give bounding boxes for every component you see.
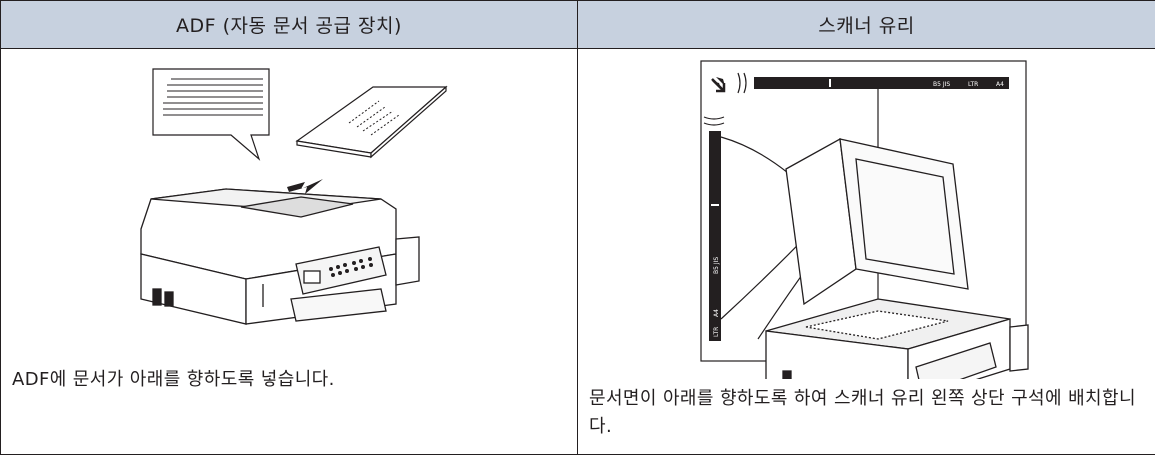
side-ruler-ltr: LTR bbox=[713, 327, 720, 337]
printer-illustration bbox=[141, 189, 419, 324]
scanner-glass-illustration: B5 JIS LTR A4 B5 JIS LTR A4 bbox=[578, 49, 1155, 379]
scanner-glass-caption: 문서면이 아래를 향하도록 하여 스캐너 유리 왼쪽 상단 구석에 배치합니다. bbox=[589, 385, 1143, 441]
top-ruler-a4: A4 bbox=[996, 81, 1004, 88]
adf-illustration bbox=[1, 49, 578, 359]
paper-stack bbox=[297, 87, 446, 157]
adf-caption: ADF에 문서가 아래를 향하도록 넣습니다. bbox=[12, 366, 335, 394]
adf-cell: ADF에 문서가 아래를 향하도록 넣습니다. bbox=[1, 49, 578, 455]
side-ruler-a4: A4 bbox=[713, 309, 720, 317]
adf-callout bbox=[153, 69, 269, 159]
side-ruler-b5: B5 JIS bbox=[713, 257, 720, 274]
header-row: ADF (자동 문서 공급 장치) 스캐너 유리 bbox=[1, 1, 1155, 49]
arrow-icon bbox=[287, 179, 323, 194]
content-row: ADF에 문서가 아래를 향하도록 넣습니다. bbox=[1, 49, 1155, 455]
scanner-glass-cell: B5 JIS LTR A4 B5 JIS LTR A4 bbox=[578, 49, 1155, 455]
top-ruler-b5: B5 JIS bbox=[933, 81, 950, 88]
top-ruler-ltr: LTR bbox=[968, 81, 978, 88]
header-scanner-glass: 스캐너 유리 bbox=[578, 1, 1155, 49]
header-adf: ADF (자동 문서 공급 장치) bbox=[1, 1, 578, 49]
